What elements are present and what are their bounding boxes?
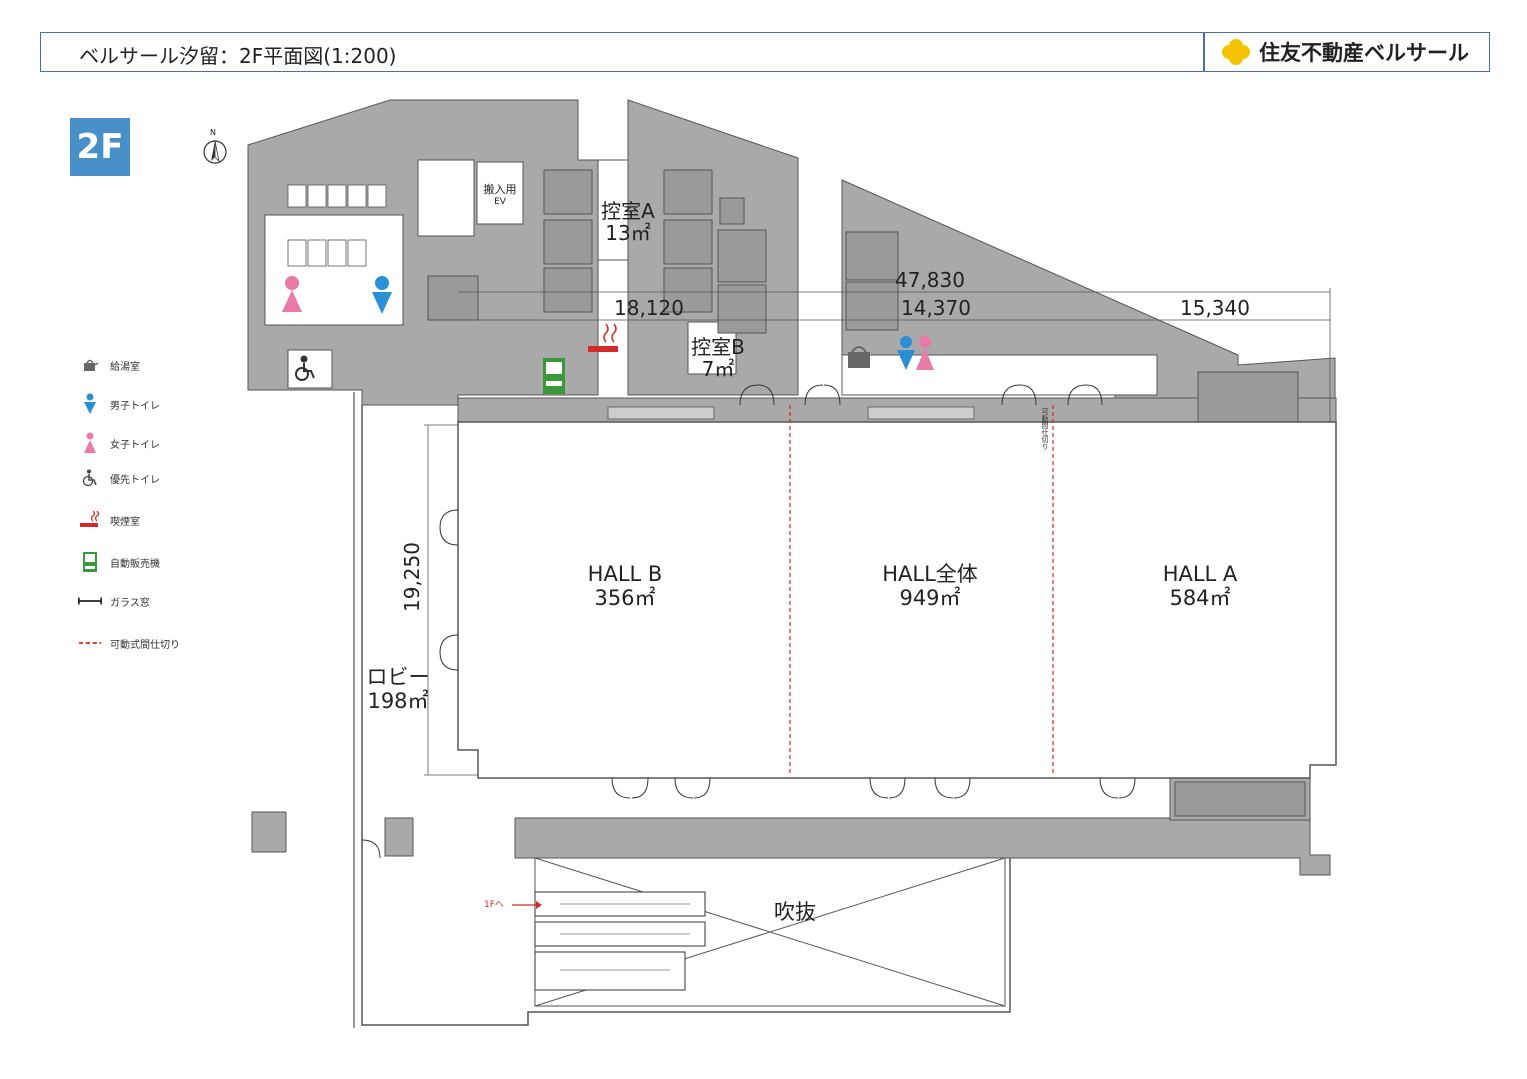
legend-label: 自動販売機 (110, 558, 160, 570)
male-toilet-icon (84, 393, 96, 414)
legend-label: 優先トイレ (110, 474, 160, 486)
legend-item-smoking: 喫煙室 (78, 507, 248, 533)
legend-item-accessible: 優先トイレ (78, 465, 248, 491)
female-toilet-icon (282, 276, 302, 312)
room-area: 7㎡ (701, 357, 735, 381)
legend-label: 可動式間仕切り (110, 639, 180, 651)
pillar-lobby (384, 817, 414, 857)
room-area: 949㎡ (899, 586, 961, 610)
header-bar: ベルサール汐留：2F平面図(1:200) 住友不動産ベルサール (40, 32, 1490, 72)
dim-total: 47,830 (895, 268, 965, 292)
male-toilet-icon (897, 336, 915, 370)
stair-west (417, 159, 475, 237)
room-name: 控室A (601, 199, 655, 223)
room-b-label: 控室B 7㎡ (682, 336, 754, 380)
accessible-toilet-icon (82, 469, 97, 487)
female-toilet-icon (916, 336, 934, 370)
room-a (597, 159, 629, 261)
legend-item-vending: 自動販売機 (78, 549, 248, 575)
room-name: HALL A (1162, 562, 1238, 586)
room-name: HALL B (587, 562, 663, 586)
south-corridor (514, 817, 1331, 876)
legend-item-female-toilet: 女子トイレ (78, 430, 248, 456)
core-east-corridor (841, 354, 1158, 396)
dim-hall-mid-width: 14,370 (901, 296, 971, 320)
room-name: 控室B (691, 335, 745, 359)
dim-hall-b-width: 18,120 (614, 296, 684, 320)
kettle-icon (848, 346, 870, 368)
glass-window-icon (78, 597, 102, 605)
male-toilet-icon (372, 276, 392, 314)
dim-depth: 19,250 (400, 542, 424, 612)
room-name: HALL全体 (882, 562, 978, 586)
legend-label: ガラス窓 (110, 597, 150, 609)
page-title: ベルサール汐留：2F平面図(1:200) (79, 44, 397, 68)
floor-badge: 2F (70, 118, 130, 176)
vending-machine-icon (83, 552, 97, 572)
legend-item-male-toilet: 男子トイレ (78, 391, 248, 417)
compass-label: N (210, 128, 216, 137)
legend-label: 男子トイレ (110, 400, 160, 412)
brand-logo: 住友不動産ベルサール (1219, 37, 1469, 67)
to-1f-label: 1Fへ (484, 900, 504, 910)
room-area: 356㎡ (594, 586, 656, 610)
north-compass: N (200, 128, 230, 168)
legend-item-partition: 可動式間仕切り (78, 630, 248, 656)
movable-partition-icon (78, 642, 102, 644)
room-name: ロビー (366, 665, 430, 689)
room-hall-a: HALL A 584㎡ (1135, 562, 1265, 610)
legend-label: 給湯室 (110, 361, 140, 373)
room-area: 198㎡ (367, 689, 429, 713)
movable-partitions (789, 405, 1054, 775)
room-lobby: ロビー 198㎡ (358, 665, 438, 713)
room-name: 搬入用 (483, 183, 517, 196)
female-toilet-icon (84, 432, 96, 453)
dim-hall-a-width: 15,340 (1180, 296, 1250, 320)
main-hall (457, 421, 1337, 779)
freight-ev-label: 搬入用 EV (478, 183, 522, 209)
pillar-sw (251, 811, 287, 853)
legend-label: 喫煙室 (110, 516, 140, 528)
room-area: 584㎡ (1169, 586, 1231, 610)
kettle-icon (84, 359, 99, 371)
smoking-room-icon (80, 511, 100, 527)
room-area: 13㎡ (605, 221, 651, 245)
compass-arrow-icon (203, 140, 227, 164)
partition-note: 可動間仕切り (1041, 408, 1049, 450)
doors (361, 384, 1136, 859)
room-atrium: 吹抜 (774, 900, 816, 924)
room-hall-all: HALL全体 949㎡ (865, 562, 995, 610)
brand-name: 住友不動産ベルサール (1259, 41, 1469, 65)
accessible-room (287, 349, 333, 389)
brand-mark-icon (1222, 39, 1250, 65)
legend-item-kettle: 給湯室 (78, 352, 248, 378)
dimension-lines (424, 288, 1331, 776)
accessible-toilet-icon (295, 355, 315, 381)
legend-item-glass: ガラス窓 (78, 588, 248, 614)
smoking-room-icon (588, 323, 618, 352)
room-sub: EV (494, 197, 506, 207)
lobby-outline (361, 405, 1011, 1026)
vending-machine-icon (543, 358, 565, 394)
room-a-label: 控室A 13㎡ (592, 200, 664, 244)
to-1f-arrow-icon (512, 901, 542, 909)
legend-label: 女子トイレ (110, 439, 160, 451)
room-hall-b: HALL B 356㎡ (560, 562, 690, 610)
escalators (534, 891, 706, 991)
header-divider (1203, 33, 1205, 71)
freight-ev (476, 161, 524, 225)
